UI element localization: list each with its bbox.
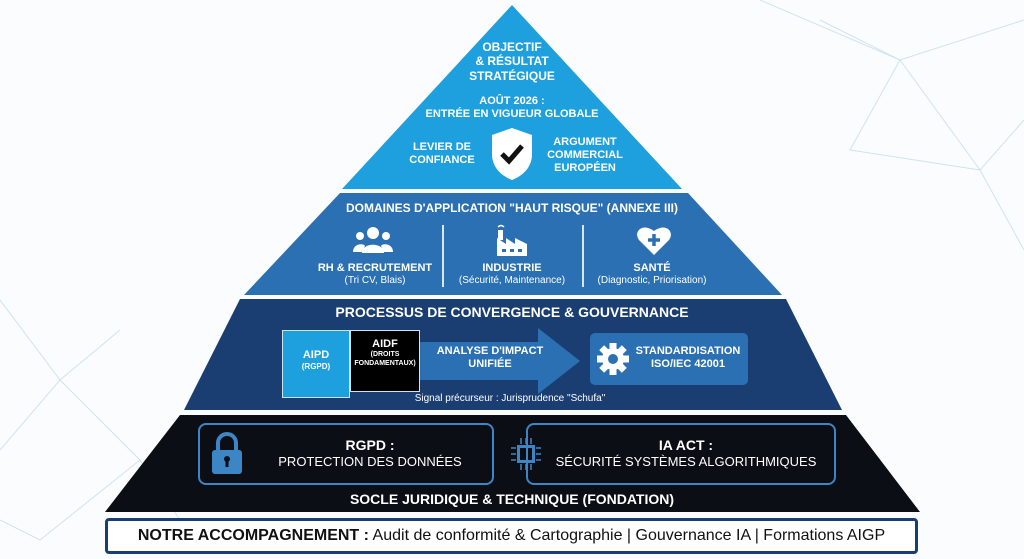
text-line: RGPD : [345,437,395,453]
commercial-argument: ARGUMENT COMMERCIAL EUROPÉEN [540,136,630,176]
effective-date: AOÛT 2026 : ENTRÉE EN VIGUEUR GLOBALE [392,95,632,121]
text-line: PROTECTION DES DONNÉES [278,453,462,469]
standardisation-label: STANDARDISATION ISO/IEC 42001 [628,345,748,371]
text-line: COMMERCIAL [547,149,623,162]
ia-act-box [526,423,836,485]
domain-label: SANTÉ [633,262,671,274]
ia-act-label: IA ACT : SÉCURITÉ SYSTÈMES ALGORITHMIQUE… [536,437,836,469]
gear-icon [597,343,629,375]
domain-sub: (Diagnostic, Priorisation) [597,275,707,287]
banner-heading: NOTRE ACCOMPAGNEMENT : [137,527,369,544]
divider [582,225,584,287]
text-line: ARGUMENT [553,136,617,148]
date-line: ENTRÉE EN VIGUEUR GLOBALE [425,108,599,121]
text-line: UNIFIÉE [468,358,512,371]
divider [442,225,444,287]
services-banner: NOTRE ACCOMPAGNEMENT : Audit de conformi… [105,518,918,554]
signal-note: Signal précurseur : Jurisprudence "Schuf… [414,393,606,404]
rgpd-label: RGPD : PROTECTION DES DONNÉES [250,437,490,469]
domain-label: RH & RECRUTEMENT [317,262,433,274]
rgpd-box [198,423,494,485]
text-line: EUROPÉEN [554,162,616,175]
title-line: OBJECTIF [482,40,542,54]
objective-title: OBJECTIF & RÉSULTAT STRATÉGIQUE [432,40,592,83]
aipd-label: AIPD (RGPD) [282,349,350,372]
aidf-puzzle-piece [350,330,420,392]
people-icon [353,227,393,253]
domain-industry: INDUSTRIE (Sécurité, Maintenance) [442,262,582,287]
domains-title: DOMAINES D'APPLICATION "HAUT RISQUE" (AN… [345,201,679,215]
process-title: PROCESSUS DE CONVERGENCE & GOUVERNANCE [335,304,689,320]
date-line: AOÛT 2026 : [479,95,545,107]
banner-text: Audit de conformité & Cartographie | Gou… [368,527,886,544]
text-line: ISO/IEC 42001 [651,358,725,371]
text-line: IA ACT : [658,437,714,453]
text-line: STANDARDISATION [635,345,741,357]
text-line: FONDAMENTAUX) [354,359,416,367]
trust-lever: LEVIER DE CONFIANCE [400,141,484,167]
text-line: ANALYSE D'IMPACT [436,345,544,357]
domain-health: SANTÉ (Diagnostic, Priorisation) [582,262,722,287]
domain-hr: RH & RECRUTEMENT (Tri CV, Blais) [305,262,445,287]
arrow-shape [418,328,580,394]
title-line: STRATÉGIQUE [469,68,555,83]
foundation-label: SOCLE JURIDIQUE & TECHNIQUE (FONDATION) [349,491,675,507]
domain-sub: (Sécurité, Maintenance) [458,275,566,287]
unified-impact-analysis: ANALYSE D'IMPACT UNIFIÉE [430,345,550,371]
domain-label: INDUSTRIE [482,262,542,274]
text-line: (DROITS [370,351,400,359]
lock-icon [212,432,242,474]
heart-plus-icon [637,227,671,255]
aidf-label: AIDF (DROITS FONDAMENTAUX) [350,338,420,368]
shield-check-icon [492,128,532,180]
aipd-puzzle-piece [282,330,350,398]
text-line: CONFIANCE [409,154,475,167]
text-line: AIDF [372,338,398,350]
text-line: SÉCURITÉ SYSTÈMES ALGORITHMIQUES [555,453,817,469]
title-line: & RÉSULTAT [475,54,549,69]
text-line: LEVIER DE [412,141,472,153]
text-line: (RGPD) [301,362,331,372]
domain-sub: (Tri CV, Blais) [344,275,406,287]
text-line: AIPD [302,349,330,361]
factory-icon [497,224,527,256]
